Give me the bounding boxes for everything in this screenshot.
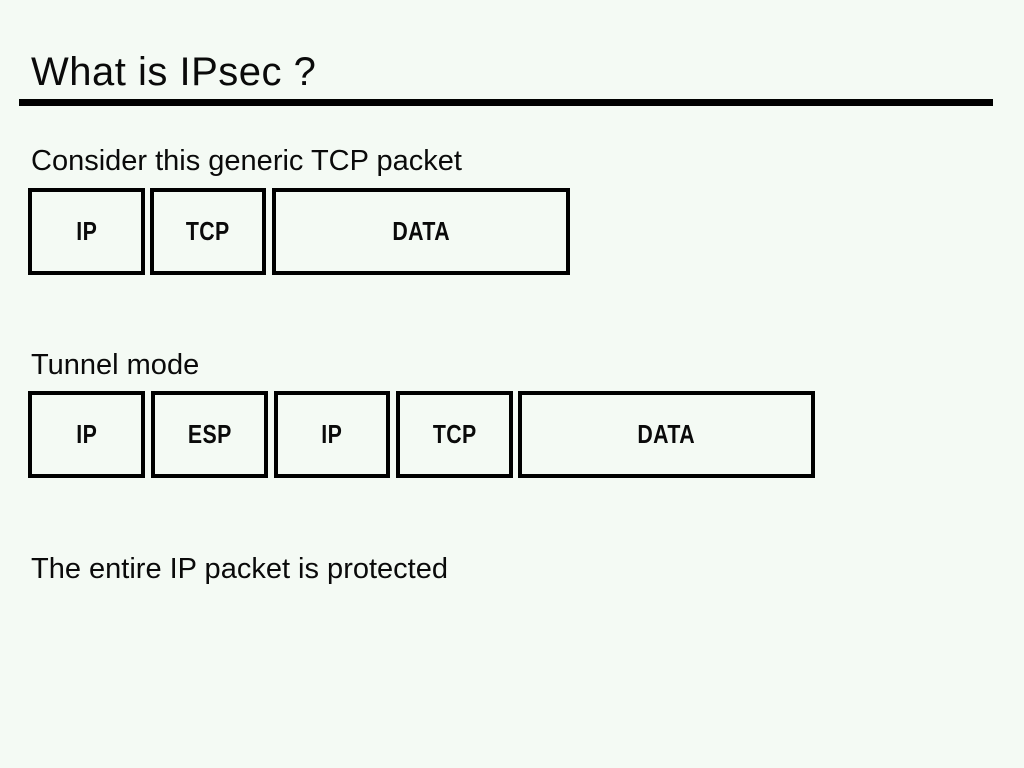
packet-field-label: IP	[76, 419, 97, 449]
packet-field-label: IP	[321, 419, 343, 449]
packet-field-outer-ip: IP	[28, 391, 145, 478]
packet-field-tcp: TCP	[396, 391, 513, 478]
title-underline	[19, 99, 993, 106]
packet-diagram-tunnel-mode: IP ESP IP TCP DATA	[0, 391, 1024, 479]
packet-field-esp: ESP	[151, 391, 268, 478]
packet-field-label: TCP	[432, 419, 477, 449]
packet-field-inner-ip: IP	[274, 391, 390, 478]
packet-field-label: ESP	[187, 419, 232, 449]
packet-diagram-generic: IP TCP DATA	[0, 188, 1024, 276]
caption-tunnel-mode: Tunnel mode	[31, 349, 200, 381]
caption-generic-tcp-packet: Consider this generic TCP packet	[31, 145, 462, 177]
packet-field-data: DATA	[518, 391, 815, 478]
packet-field-ip: IP	[28, 188, 145, 275]
packet-field-label: TCP	[186, 216, 230, 246]
packet-field-label: DATA	[637, 419, 696, 449]
packet-field-data: DATA	[272, 188, 570, 275]
page-title: What is IPsec ?	[31, 50, 317, 94]
caption-entire-packet-protected: The entire IP packet is protected	[31, 553, 448, 585]
packet-field-label: IP	[76, 216, 97, 246]
packet-field-tcp: TCP	[150, 188, 266, 275]
packet-field-label: DATA	[392, 216, 450, 246]
